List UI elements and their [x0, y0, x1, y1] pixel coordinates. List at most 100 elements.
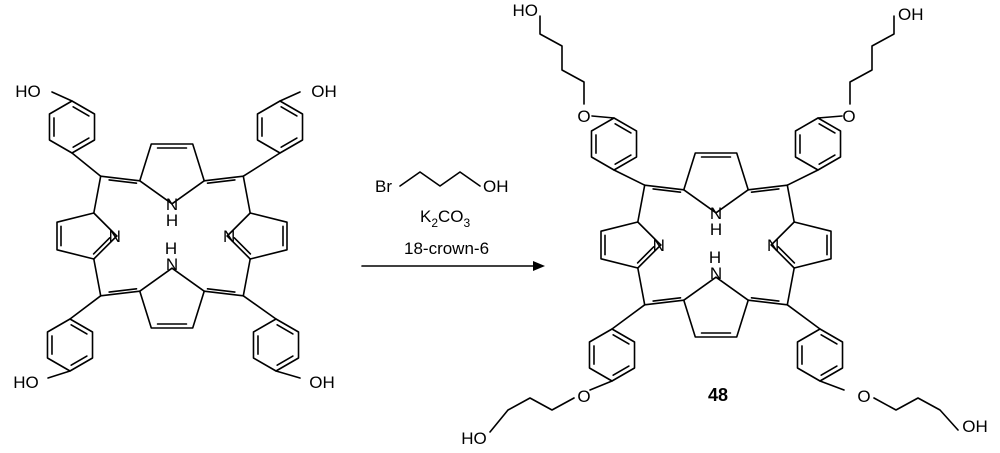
- pyrrole-left-n: [93, 212, 118, 237]
- aryl-ring-top-right: [794, 117, 842, 171]
- meso-double: [652, 297, 682, 302]
- molecule-bonds: [46, 15, 959, 433]
- meso-bond: [636, 184, 646, 223]
- ether-bond: [819, 380, 845, 391]
- pyrrole-left-cn: [636, 245, 655, 264]
- nh-hydrogen-label: H: [710, 220, 722, 239]
- meso-double: [750, 297, 780, 302]
- pyrrole-right-cn: [777, 245, 796, 264]
- ether-bond: [817, 115, 843, 119]
- ether-bond: [589, 380, 613, 391]
- nh-nitrogen-label: N: [166, 195, 178, 214]
- ether-oxygen-label: O: [577, 107, 590, 126]
- meso-bond: [636, 267, 646, 306]
- aryl-ring-top-left: [48, 100, 96, 154]
- meso-bond: [786, 267, 796, 306]
- pyrrole-right-n: [226, 212, 251, 237]
- meso-bond: [203, 290, 245, 297]
- meso-bond: [99, 175, 141, 182]
- aryl-bond: [71, 152, 102, 177]
- nh-nitrogen-label: N: [166, 255, 178, 274]
- pyrrole-left-n: [93, 235, 118, 260]
- reagent-br-label: Br: [375, 177, 392, 196]
- pyrrole-bottom-n: [171, 267, 205, 293]
- reaction-arrow: [361, 261, 545, 271]
- pyrrole-right-n: [770, 221, 796, 246]
- compound-number: 48: [708, 385, 728, 405]
- reagent-crown-ether: 18-crown-6: [404, 239, 489, 258]
- meso-double: [206, 288, 236, 293]
- ether-bond: [591, 115, 615, 119]
- ether-oxygen-label: O: [857, 387, 870, 406]
- aryl-ring-bottom-right: [252, 318, 300, 372]
- aromatic-bond: [276, 355, 294, 366]
- aromatic-bond: [70, 355, 88, 366]
- pyrrole-top: [682, 152, 750, 191]
- aryl-bond: [242, 294, 277, 320]
- pyrrole-right-n: [226, 235, 251, 260]
- aromatic-bond: [612, 334, 630, 345]
- hydroxyl-label: HO: [15, 82, 41, 101]
- pyrrole-bottom-n: [139, 267, 173, 293]
- pyrrole-left: [56, 212, 95, 260]
- nh-hydrogen-label: H: [166, 211, 178, 230]
- pyrrole-nitrogen-label: N: [767, 236, 779, 255]
- meso-bond: [242, 258, 251, 297]
- svg-text:K2CO3: K2CO3: [420, 207, 471, 230]
- aryl-ring-bottom-right: [796, 328, 844, 382]
- meso-double: [750, 188, 780, 193]
- hydroxyl-label: OH: [311, 82, 337, 101]
- propyl-chain: [539, 15, 585, 105]
- pyrrole-nitrogen-label: N: [109, 227, 121, 246]
- meso-double: [108, 288, 138, 293]
- pyrrole-right-n: [770, 244, 796, 269]
- reagent-k: K: [420, 207, 432, 226]
- meso-bond: [203, 175, 245, 182]
- aromatic-bond: [280, 106, 298, 117]
- propyl-chain: [489, 397, 575, 433]
- pyrrole-left-n: [636, 244, 662, 269]
- meso-bond: [643, 299, 685, 306]
- hydroxyl-label: OH: [309, 373, 335, 392]
- hydroxyl-label: OH: [962, 417, 988, 436]
- pyrrole-left-n: [636, 221, 662, 246]
- aromatic-bond: [820, 334, 838, 345]
- reagent-oh-label: OH: [483, 177, 509, 196]
- meso-double: [652, 188, 682, 193]
- meso-double: [108, 179, 138, 184]
- hydroxyl-label: HO: [513, 1, 539, 20]
- pyrrole-top-n: [715, 189, 750, 214]
- pyrrole-left-cn: [92, 236, 111, 255]
- reagent-co-subscript: 3: [464, 216, 471, 230]
- hydroxyl-bond: [47, 370, 71, 379]
- aromatic-bond: [818, 123, 836, 134]
- aryl-bond: [786, 169, 819, 186]
- nh-hydrogen-label: H: [165, 239, 177, 258]
- aromatic-bond: [818, 154, 836, 165]
- pyrrole-nitrogen-label: N: [653, 236, 665, 255]
- propyl-chain: [873, 397, 959, 431]
- aryl-ring-bottom-left: [588, 328, 636, 382]
- reagent-co: CO: [438, 207, 464, 226]
- pyrrole-bottom: [682, 299, 750, 338]
- pyrrole-right: [249, 212, 288, 260]
- pyrrole-nitrogen-label: N: [223, 227, 235, 246]
- aromatic-bond: [612, 365, 630, 376]
- meso-bond: [747, 299, 789, 306]
- meso-bond: [747, 184, 789, 191]
- hydroxyl-label: OH: [898, 5, 924, 24]
- meso-bond: [786, 184, 796, 223]
- pyrrole-right-cn: [233, 236, 252, 255]
- pyrrole-bottom-n: [715, 276, 750, 302]
- pyrrole-bottom-n: [682, 276, 717, 302]
- ether-oxygen-label: O: [842, 107, 855, 126]
- aromatic-bond: [70, 324, 88, 335]
- meso-bond: [99, 290, 141, 297]
- hydroxyl-bond: [51, 91, 73, 102]
- meso-bond: [93, 175, 102, 214]
- aromatic-bond: [280, 137, 298, 148]
- pyrrole-top-n: [139, 180, 173, 205]
- aryl-ring-top-left: [590, 117, 638, 171]
- pyrrole-top-n: [682, 189, 717, 214]
- aromatic-bond: [614, 154, 632, 165]
